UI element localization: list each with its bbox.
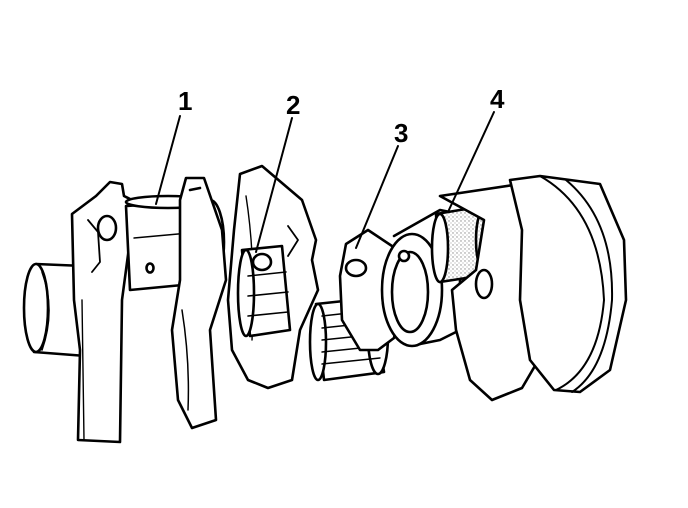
counterweight-2 — [170, 176, 228, 430]
callout-4: 4 — [490, 84, 505, 114]
leader-line-2 — [255, 117, 293, 253]
callout-2: 2 — [286, 90, 300, 120]
counterweight-1 — [70, 180, 134, 444]
leader-line-3 — [355, 145, 399, 249]
callout-1: 1 — [178, 86, 192, 116]
leader-line-4 — [447, 111, 495, 213]
leader-line-1 — [155, 115, 181, 205]
callout-3: 3 — [394, 118, 408, 148]
main-journal-4 — [380, 208, 462, 348]
main-bearing-2 — [236, 244, 292, 338]
leader-lines — [155, 111, 495, 253]
front-pulley — [508, 174, 628, 394]
